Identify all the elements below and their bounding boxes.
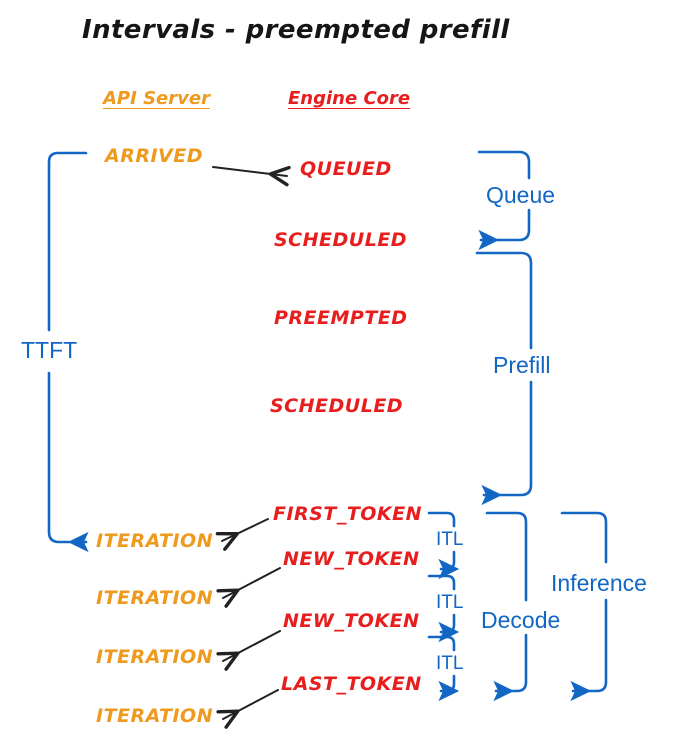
event-engine-first-token: FIRST_TOKEN xyxy=(273,503,423,525)
event-engine-new-token-1: NEW_TOKEN xyxy=(283,548,420,570)
interval-bracket-prefill xyxy=(475,251,533,506)
interval-label-queue: Queue xyxy=(486,182,556,208)
event-arrow-new-token-2-to-iteration xyxy=(216,630,281,671)
interval-label-prefill: Prefill xyxy=(493,352,551,378)
interval-bracket-itl-3 xyxy=(427,635,460,702)
column-header-api-server: API Server xyxy=(103,88,210,109)
page-title: Intervals - preempted prefill xyxy=(82,15,510,45)
interval-label-itl-1: ITL xyxy=(436,529,464,550)
event-api-iteration-2: ITERATION xyxy=(96,587,214,609)
interval-label-inference: Inference xyxy=(551,570,647,596)
column-header-engine-core: Engine Core xyxy=(288,88,411,109)
interval-bracket-itl-2 xyxy=(427,574,460,643)
interval-bracket-decode xyxy=(485,511,528,702)
event-api-iteration-4: ITERATION xyxy=(96,705,214,727)
interval-bracket-ttft xyxy=(47,151,89,553)
event-arrow-arrived-to-queued xyxy=(212,165,291,187)
interval-bracket-queue xyxy=(477,150,531,251)
event-engine-last-token: LAST_TOKEN xyxy=(281,673,422,695)
event-api-arrived: ARRIVED xyxy=(105,145,203,167)
interval-bracket-inference xyxy=(560,511,608,702)
event-engine-preempted: PREEMPTED xyxy=(274,307,408,329)
interval-label-itl-3: ITL xyxy=(436,653,464,674)
event-api-iteration-3: ITERATION xyxy=(96,646,214,668)
interval-label-ttft: TTFT xyxy=(21,337,78,363)
interval-label-itl-2: ITL xyxy=(436,592,464,613)
interval-bracket-itl-1 xyxy=(427,511,460,580)
event-engine-scheduled-2: SCHEDULED xyxy=(270,395,404,417)
event-api-iteration-1: ITERATION xyxy=(96,530,214,552)
interval-label-decode: Decode xyxy=(481,607,561,633)
event-arrow-last-token-to-iteration xyxy=(216,689,279,729)
event-arrow-first-token-to-iteration xyxy=(215,518,269,551)
event-engine-new-token-2: NEW_TOKEN xyxy=(283,610,420,632)
event-engine-queued: QUEUED xyxy=(300,158,392,180)
event-engine-scheduled-1: SCHEDULED xyxy=(274,229,408,251)
event-arrow-new-token-1-to-iteration xyxy=(216,567,281,608)
